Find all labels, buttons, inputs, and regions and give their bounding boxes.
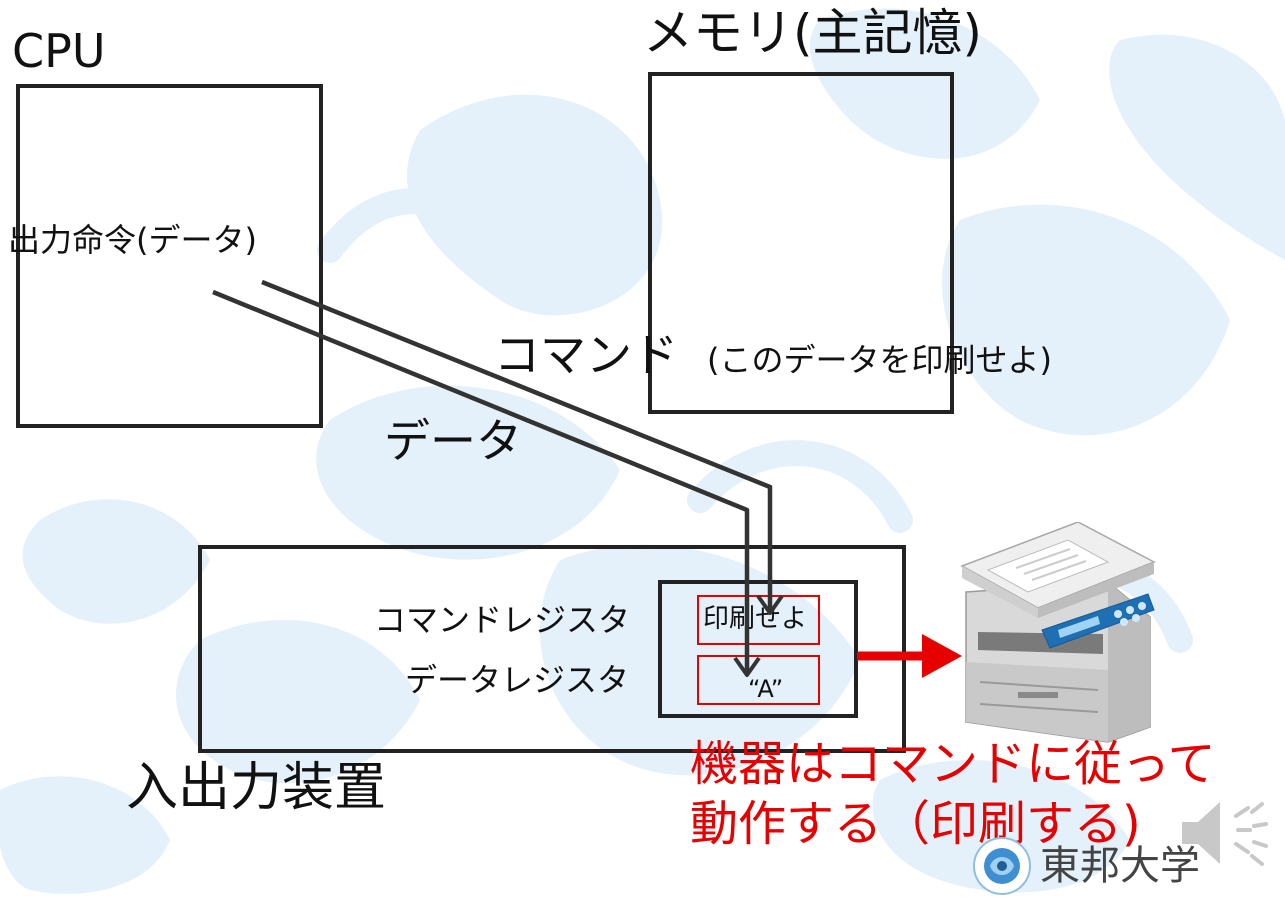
command-flow-label: コマンド (494, 328, 678, 382)
device-behavior-note-line1: 機器はコマンドに従って (690, 736, 1216, 792)
cpu-title: CPU (12, 24, 106, 78)
university-emblem-icon (973, 837, 1031, 895)
command-arrowhead (756, 594, 784, 615)
university-name: 東邦大学 (1040, 843, 1200, 889)
data-register-label: データレジスタ (405, 661, 630, 699)
data-arrowhead (733, 656, 761, 677)
memory-box (648, 72, 954, 414)
command-register-label: コマンドレジスタ (374, 601, 631, 639)
data-flow-label: データ (384, 414, 522, 468)
data-register-value: “A” (748, 675, 784, 703)
io-device-title: 入出力装置 (126, 758, 387, 818)
data-flow-line (212, 289, 750, 672)
output-arrowhead (922, 634, 962, 678)
data-register (697, 655, 820, 705)
cpu-instruction-label: 出力命令(データ) (8, 221, 257, 259)
command-flow-line (261, 279, 773, 610)
command-register-value: 印刷せよ (703, 604, 808, 634)
printer-icon (960, 522, 1156, 743)
cpu-box (16, 84, 323, 428)
command-flow-note: (このデータを印刷せよ) (707, 341, 1052, 379)
speaker-icon[interactable] (1178, 796, 1282, 870)
register-panel (658, 580, 858, 718)
memory-title: メモリ(主記憶) (643, 4, 983, 62)
device-behavior-note-line2: 動作する（印刷する) (690, 796, 1141, 852)
io-device-box (198, 545, 906, 753)
